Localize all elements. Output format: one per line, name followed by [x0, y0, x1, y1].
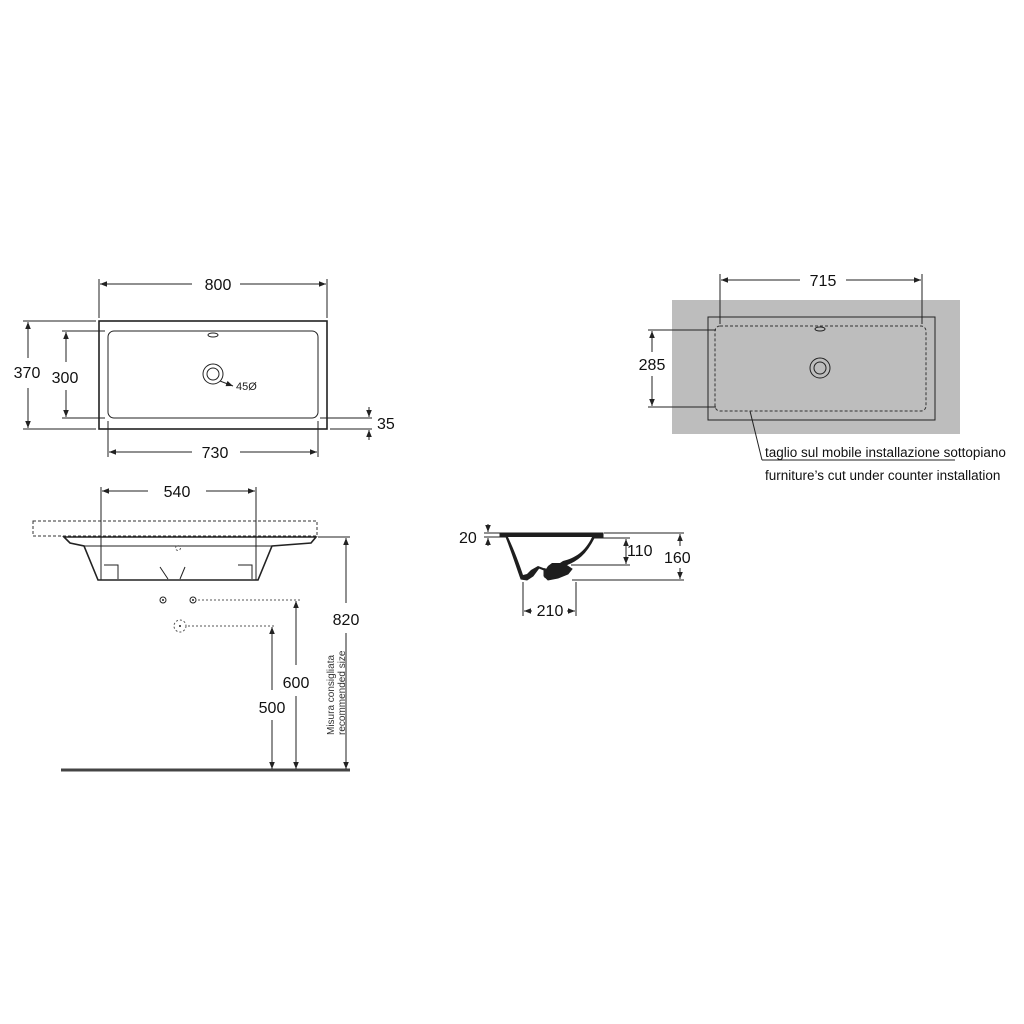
- recommended-label-english: recommended size: [337, 650, 348, 735]
- overflow-icon: [814, 326, 826, 332]
- drain-outer-icon: [202, 363, 224, 385]
- top-view-basin: [107, 330, 319, 419]
- dim-basin-width: 730: [202, 445, 229, 462]
- cut-note-italian: taglio sul mobile installazione sottopia…: [765, 445, 1006, 460]
- drain-outer-icon: [809, 357, 831, 379]
- dim-total-height: 160: [664, 550, 691, 567]
- cutout-outline: [707, 316, 936, 421]
- drain-inner-icon: [206, 367, 220, 381]
- dim-top-span: 540: [164, 484, 191, 501]
- recommended-label-italian: Misura consigliata: [326, 655, 337, 735]
- dim-cut-depth: 285: [639, 357, 666, 374]
- dim-bowl-depth: 110: [627, 543, 653, 560]
- drain-label: 45Ø: [236, 381, 257, 393]
- dim-cut-width: 715: [810, 273, 837, 290]
- basin-front-outline: [62, 536, 318, 581]
- section-view: 20 110 160 210: [459, 524, 691, 620]
- dim-height-top: 820: [333, 612, 360, 629]
- cutout-dashed-edge: [714, 325, 927, 412]
- countertop-area: [672, 300, 960, 434]
- basin-drain-dot: [175, 545, 181, 551]
- basin-inner-lines: [104, 564, 253, 580]
- cutout-view: 715 285 taglio sul mobile installazione …: [639, 273, 1006, 483]
- tap-hot-icon: [189, 596, 197, 604]
- tap-cold-icon: [159, 596, 167, 604]
- top-view: 45Ø 800 370 300 35 730: [14, 277, 395, 462]
- top-view-outline: [98, 320, 328, 430]
- dim-rim-offset: 35: [377, 416, 395, 433]
- front-view: 540 500 600 820 Misura consigliata recom…: [32, 484, 360, 772]
- dim-height-mid: 600: [283, 675, 310, 692]
- drain-inner-icon: [813, 361, 827, 375]
- cut-note-english: furniture’s cut under counter installati…: [765, 468, 1000, 483]
- dim-height-low: 500: [259, 700, 286, 717]
- countertop-dashed: [32, 520, 318, 537]
- dim-rim-thickness: 20: [459, 530, 477, 547]
- overflow-icon: [207, 332, 219, 338]
- dim-base-width: 210: [537, 603, 564, 620]
- waste-outlet-icon: [173, 619, 187, 633]
- dim-overall-depth: 370: [14, 365, 41, 382]
- dim-overall-width: 800: [205, 277, 232, 294]
- dim-basin-depth: 300: [52, 370, 79, 387]
